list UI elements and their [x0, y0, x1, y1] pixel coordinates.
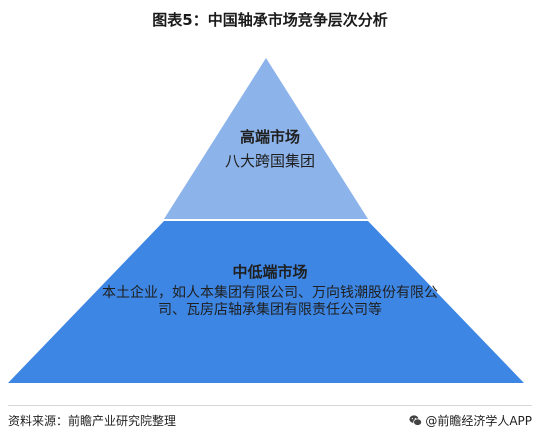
tier-mid-low-end-title: 中低端市场 — [232, 263, 308, 281]
source-note: 资料来源：前瞻产业研究院整理 — [8, 414, 177, 428]
pyramid-tier-high-end — [164, 58, 368, 219]
pyramid-tier-mid-low-end — [8, 221, 524, 383]
tier-high-end-body: 八大跨国集团 — [224, 152, 315, 170]
brand-credit: @前瞻经济学人APP — [409, 412, 532, 429]
diagram-title: 图表5：中国轴承市场竞争层次分析 — [152, 11, 388, 29]
tier-mid-low-end-body: 本土企业，如人本集团有限公司、万向钱潮股份有限公司、瓦房店轴承集团有限责任公司等 — [102, 285, 438, 318]
footer-divider — [8, 405, 532, 406]
wechat-icon — [409, 415, 423, 426]
tier-high-end-title: 高端市场 — [239, 128, 300, 146]
brand-label: @前瞻经济学人APP — [425, 414, 532, 428]
